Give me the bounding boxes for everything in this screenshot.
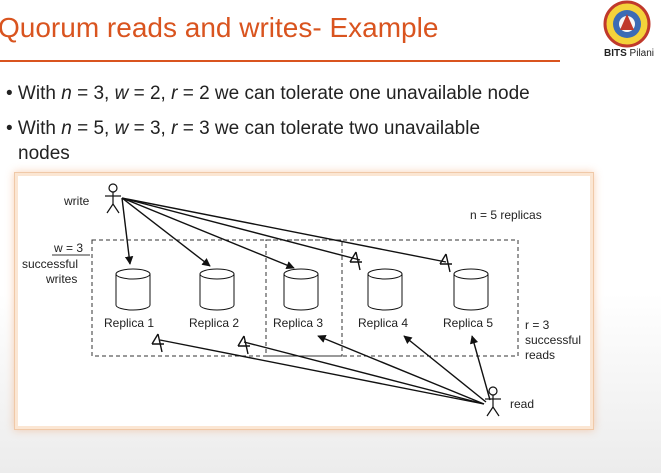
w-successful-label: successful xyxy=(22,257,78,271)
replica-5-label: Replica 5 xyxy=(443,316,493,330)
write-fail-mark-5 xyxy=(439,253,452,273)
read-arrow-2-failed xyxy=(243,341,485,405)
read-arrow-3 xyxy=(317,334,485,405)
read-quorum-box xyxy=(265,239,519,357)
logo-caption: BITS Pilani xyxy=(604,48,655,59)
read-fail-mark-2 xyxy=(237,335,250,355)
read-arrow-1-failed xyxy=(159,339,485,405)
bullet-2-continuation: nodes xyxy=(18,143,70,164)
bullet-2: • With n = 5, w = 3, r = 3 we can tolera… xyxy=(6,118,481,139)
write-arrow-4-failed xyxy=(121,197,361,261)
replica-4-icon xyxy=(367,268,403,311)
read-arrow-5 xyxy=(470,335,491,401)
write-arrow-2 xyxy=(121,197,211,267)
replica-3-label: Replica 3 xyxy=(273,316,323,330)
r-quorum-label: r = 3 xyxy=(525,318,550,332)
replica-2-icon xyxy=(199,268,235,311)
r-successful-label: successful xyxy=(525,333,581,347)
replica-2-label: Replica 2 xyxy=(189,316,239,330)
r-reads-label: reads xyxy=(525,348,555,362)
replica-3-icon xyxy=(283,268,319,311)
slide-title: Quorum reads and writes- Example xyxy=(0,12,439,43)
replica-5-icon xyxy=(453,268,489,311)
replicas-count-label: n = 5 replicas xyxy=(470,208,542,222)
read-label: read xyxy=(510,397,534,411)
bits-pilani-logo xyxy=(603,0,651,48)
write-stick-figure-icon xyxy=(105,183,121,214)
write-arrow-5-failed xyxy=(121,197,447,263)
title-underline xyxy=(0,60,560,62)
replica-1-icon xyxy=(115,268,151,311)
write-arrow-1 xyxy=(121,197,134,265)
write-quorum-box xyxy=(91,239,343,357)
write-label: write xyxy=(63,194,90,208)
read-arrow-4 xyxy=(403,335,487,403)
w-writes-label: writes xyxy=(45,272,77,286)
bullet-1: • With n = 3, w = 2, r = 2 we can tolera… xyxy=(6,83,530,104)
replica-1-label: Replica 1 xyxy=(104,316,154,330)
w-quorum-label: w = 3 xyxy=(53,241,83,255)
write-arrow-3 xyxy=(121,197,295,270)
read-fail-mark-1 xyxy=(151,333,164,353)
write-fail-mark-4 xyxy=(349,251,362,271)
replica-4-label: Replica 4 xyxy=(358,316,408,330)
read-stick-figure-icon xyxy=(485,386,501,417)
